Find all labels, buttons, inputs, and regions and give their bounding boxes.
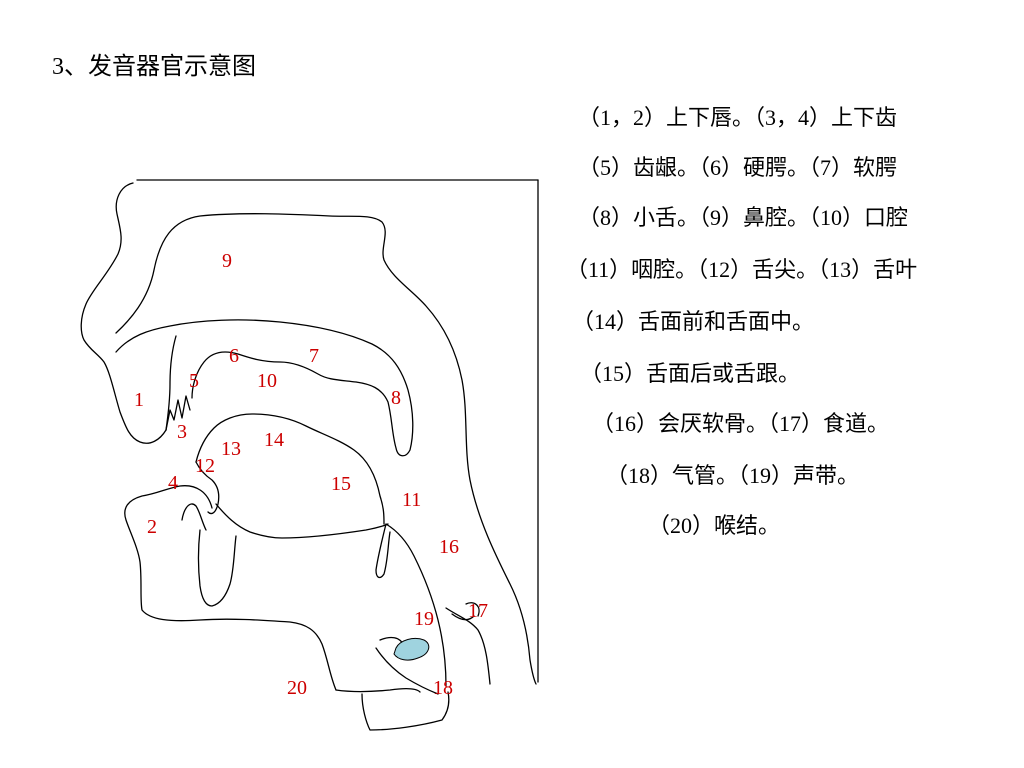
- label-16: 16: [439, 536, 459, 558]
- upper-teeth: [165, 395, 191, 431]
- label-15: 15: [331, 473, 351, 495]
- label-1: 1: [134, 389, 144, 411]
- lower-teeth: [181, 503, 207, 531]
- esophagus-front: [451, 613, 475, 621]
- label-3: 3: [177, 421, 187, 443]
- label-9: 9: [222, 250, 232, 272]
- mandible-inner: [197, 529, 237, 607]
- legend-line-5: （14）舌面前和舌面中。: [572, 309, 815, 334]
- thyroid-cartilage: [335, 688, 450, 731]
- legend-line-6: （15）舌面后或舌跟。: [580, 361, 801, 386]
- label-7: 7: [309, 345, 319, 367]
- label-18: 18: [433, 677, 453, 699]
- label-14: 14: [264, 429, 284, 451]
- label-11: 11: [402, 489, 421, 511]
- legend-line-1: （1，2）上下唇。（3，4）上下齿: [578, 105, 898, 130]
- tongue: [195, 413, 385, 525]
- face-profile: [80, 182, 167, 444]
- legend-line-8: （18）气管。（19）声带。: [606, 463, 860, 488]
- esophagus: [445, 607, 491, 685]
- anatomy-outlines: [80, 179, 539, 731]
- label-5: 5: [189, 370, 199, 392]
- label-17: 17: [468, 600, 488, 622]
- tongue-tip: [195, 461, 220, 515]
- legend-line-4: （11）咽腔。（12）舌尖。（13）舌叶: [566, 257, 918, 282]
- epiglottis: [375, 523, 391, 579]
- label-19: 19: [414, 608, 434, 630]
- label-8: 8: [391, 387, 401, 409]
- label-12: 12: [195, 455, 215, 477]
- label-20: 20: [287, 677, 307, 699]
- legend-line-3: （8）小舌。（9）鼻腔。（10）口腔: [578, 205, 909, 230]
- label-6: 6: [229, 345, 239, 367]
- number-labels: 9 6 7 5 10 1 8 3 13 14 12 4 15 11 2 16 1…: [134, 250, 488, 699]
- label-10: 10: [257, 370, 277, 392]
- label-13: 13: [221, 438, 241, 460]
- pharynx-wall: [385, 523, 447, 687]
- label-4: 4: [168, 472, 178, 494]
- vocal-folds: [393, 637, 430, 661]
- palate-upper: [115, 319, 414, 457]
- trachea: [375, 647, 439, 695]
- legend-line-7: （16）会厌软骨。（17）食道。: [592, 411, 890, 436]
- legend-line-9: （20）喉结。: [648, 513, 781, 538]
- nasal-cavity: [115, 213, 537, 685]
- esophagus-back: [465, 602, 480, 617]
- page-title: 3、发音器官示意图: [52, 54, 256, 80]
- label-2: 2: [147, 516, 157, 538]
- mouth-floor: [215, 503, 389, 539]
- lower-lip: [124, 485, 337, 691]
- upper-jaw-inner: [165, 335, 177, 431]
- legend-line-2: （5）齿龈。（6）硬腭。（7）软腭: [578, 155, 898, 180]
